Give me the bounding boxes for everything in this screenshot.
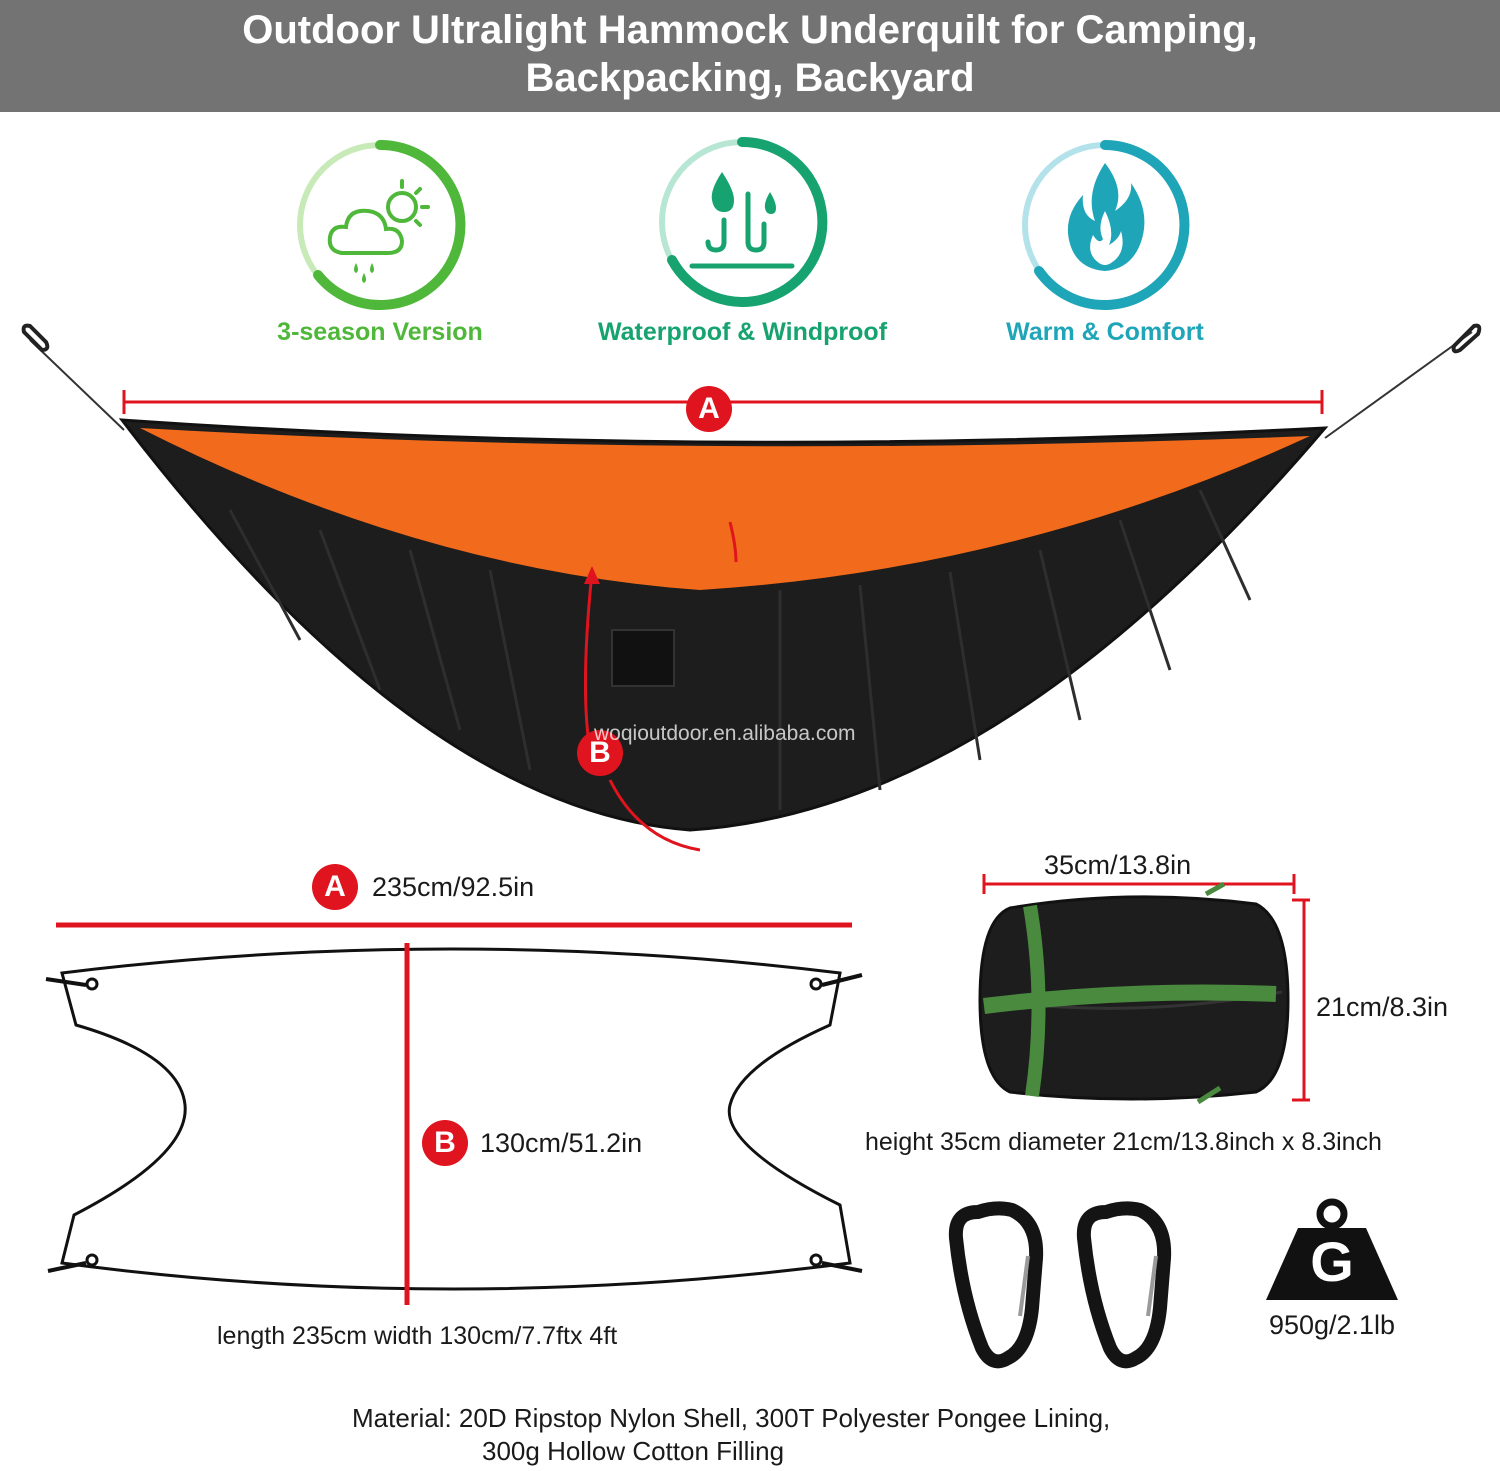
marker-a-dimension: A [312, 864, 358, 910]
pack-width-label: 35cm/13.8in [1044, 850, 1192, 880]
pack-height-label: 21cm/8.3in [1316, 992, 1449, 1022]
packed-bag-illustration [978, 874, 1310, 1105]
material-description: Material: 20D Ripstop Nylon Shell, 300T … [300, 1402, 1280, 1468]
weight-label: 950g/2.1lb [1268, 1310, 1396, 1340]
pack-caption: height 35cm diameter 21cm/13.8inch x 8.3… [865, 1128, 1382, 1156]
carabiner-icon [1076, 1201, 1172, 1369]
page-title: Outdoor Ultralight Hammock Underquilt fo… [100, 6, 1400, 102]
cloud-sun-rain-icon [297, 139, 466, 310]
marker-b-dimension: B [422, 1120, 468, 1166]
flame-icon [1022, 140, 1190, 310]
header-banner [0, 0, 1500, 112]
feature-label-waterproof: Waterproof & Windproof [597, 318, 888, 346]
underquilt-illustration [21, 323, 1482, 852]
weight-icon [1266, 1198, 1398, 1300]
width-label: 130cm/51.2in [480, 1128, 643, 1158]
size-caption: length 235cm width 130cm/7.7ftx 4ft [217, 1322, 618, 1350]
title-line-1: Outdoor Ultralight Hammock Underquilt fo… [242, 8, 1258, 52]
weight-letter: G [1310, 1230, 1354, 1293]
water-drops-icon [659, 136, 828, 307]
marker-a-top: A [686, 386, 732, 432]
watermark-text: woqioutdoor.en.alibaba.com [594, 722, 856, 745]
feature-label-season: 3-season Version [277, 318, 483, 346]
material-line-2: 300g Hollow Cotton Filling [482, 1436, 785, 1466]
feature-label-warm: Warm & Comfort [1006, 318, 1204, 346]
title-line-2: Backpacking, Backyard [525, 56, 975, 100]
carabiner-icon [948, 1201, 1044, 1369]
length-label: 235cm/92.5in [372, 872, 535, 902]
flat-dimension-diagram [45, 922, 863, 1305]
material-line-1: Material: 20D Ripstop Nylon Shell, 300T … [352, 1403, 1111, 1433]
marker-b-top: B [577, 730, 623, 776]
